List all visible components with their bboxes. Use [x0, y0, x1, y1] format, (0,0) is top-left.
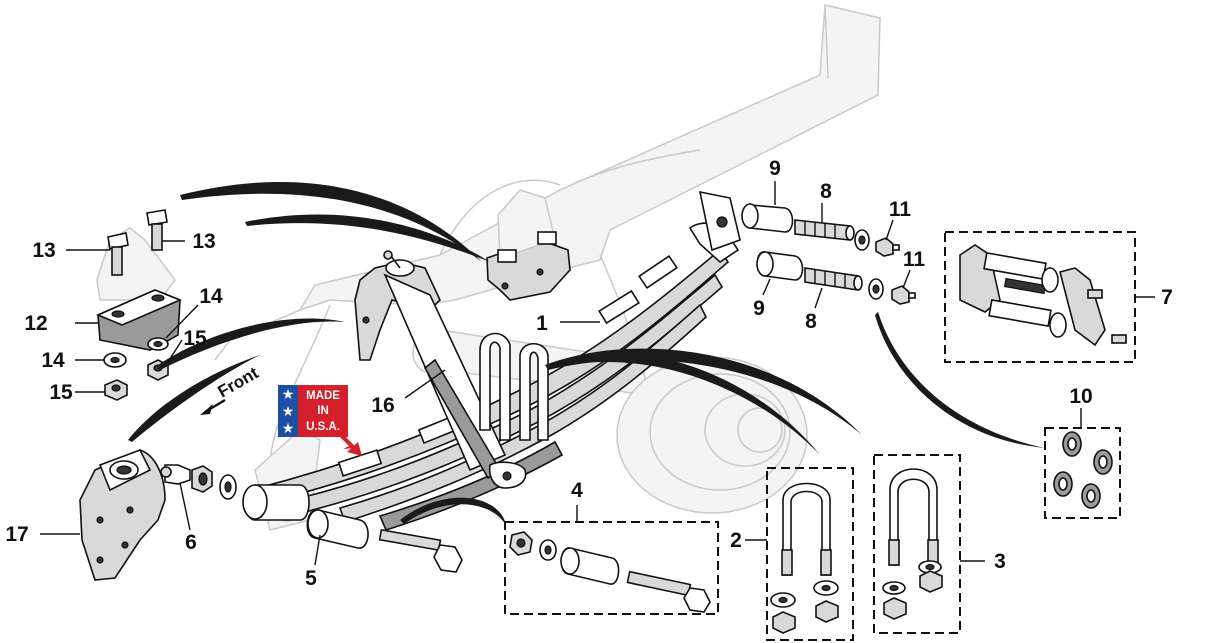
callout-13a: 13 [32, 239, 55, 262]
bolt-kit-4 [509, 531, 711, 613]
front-label: Front [215, 363, 262, 401]
bushing-kit-box-10 [1044, 427, 1121, 519]
callouts: 1 2 3 4 5 6 7 8 8 9 9 10 11 11 12 13 13 … [5, 157, 1173, 590]
bushing-5 [306, 509, 369, 549]
ubolt-kit-2 [770, 482, 839, 634]
grease-fitting-11b [891, 285, 916, 305]
leader-lines [40, 181, 1155, 566]
bolt-5 [378, 528, 463, 573]
ubolt-kit-box-3 [873, 454, 961, 634]
callout-17: 17 [5, 523, 28, 546]
ubolt-kit-box-2 [766, 467, 854, 641]
callout-8b: 8 [805, 310, 817, 333]
swoosh-arcs [128, 181, 1045, 525]
badge-line-1: MADE [306, 390, 340, 402]
washer-shackle-b [868, 278, 884, 300]
threaded-pin-8a [794, 219, 855, 241]
ghost-wheel-hub [616, 356, 808, 514]
callout-12: 12 [24, 312, 47, 335]
made-in-usa-badge: ★ ★ ★ MADE IN U.S.A. [278, 385, 362, 456]
bolt-kit-box-4 [504, 521, 719, 615]
callout-11a: 11 [889, 198, 912, 221]
frame-bracket-rear [486, 189, 571, 301]
callout-5: 5 [305, 567, 317, 590]
front-eye-bushing [242, 484, 310, 521]
shackle-assembly-7 [959, 244, 1127, 347]
badge-star-icon: ★ [282, 403, 295, 419]
badge-red-field [298, 385, 348, 437]
bumper-12 [95, 289, 183, 351]
washer-14a [103, 352, 127, 368]
callout-3: 3 [994, 550, 1006, 573]
badge-line-3: U.S.A. [306, 421, 340, 433]
badge-star-icon: ★ [282, 420, 295, 436]
callout-15b: 15 [49, 381, 73, 404]
callout-9a: 9 [769, 157, 781, 180]
grease-fitting-11a [875, 237, 900, 257]
bushing-9a [741, 203, 794, 233]
callout-15a: 15 [183, 327, 207, 350]
shock-absorber-16 [354, 250, 527, 489]
washer-shackle-a [854, 229, 870, 251]
callout-4: 4 [571, 479, 583, 502]
badge-arrow-head [347, 442, 362, 456]
front-arrow-head [200, 404, 213, 415]
threaded-pin-8b [804, 267, 863, 291]
grease-fitting-6 [160, 464, 191, 485]
bushings-10 [1053, 431, 1113, 509]
callout-10: 10 [1069, 385, 1092, 408]
callout-7: 7 [1161, 286, 1173, 309]
callout-16: 16 [371, 394, 394, 417]
badge-blue-field [278, 385, 298, 437]
callout-6: 6 [185, 531, 197, 554]
badge-line-2: IN [317, 405, 329, 417]
nut-6 [191, 465, 213, 493]
callout-14a: 14 [41, 349, 65, 372]
bolt-13b [146, 209, 168, 251]
callout-9b: 9 [753, 297, 765, 320]
bolt-13a [107, 232, 129, 276]
callout-2: 2 [730, 529, 742, 552]
ubolt-kit-3 [882, 468, 943, 620]
callout-1: 1 [536, 312, 548, 335]
washer-14b [147, 337, 169, 351]
washer-6 [219, 474, 237, 500]
badge-star-icon: ★ [282, 386, 295, 402]
callout-13b: 13 [192, 230, 215, 253]
callout-8a: 8 [820, 180, 832, 203]
callout-11b: 11 [903, 248, 926, 271]
bushing-9b [756, 251, 804, 281]
axle-ubolt [479, 332, 549, 441]
nut-15a [104, 379, 128, 401]
front-hanger-17 [79, 448, 166, 581]
callout-14b: 14 [199, 285, 223, 308]
